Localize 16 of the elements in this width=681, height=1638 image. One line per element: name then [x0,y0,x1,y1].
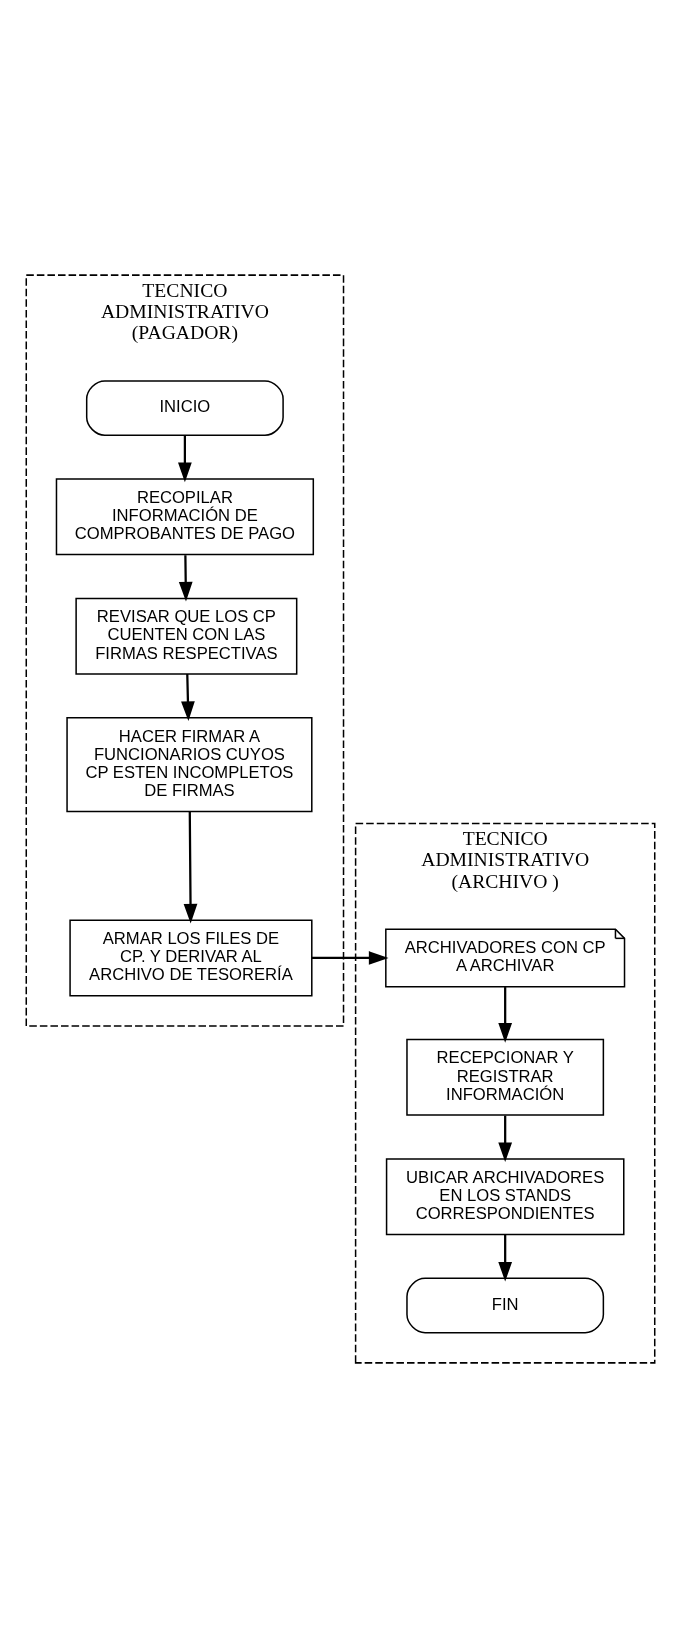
node-box: REVISAR QUE LOS CP CUENTEN CON LAS FIRMAS RESPECTIVAS [75,597,298,675]
node-box: INICIO [85,380,284,437]
node-box: RECOPILAR INFORMACIÓN DE COMPROBANTES DE PAGO [55,478,315,556]
arrow [498,1115,513,1163]
node-box: RECEPCIONAR Y REGISTRAR INFORMACIÓN [406,1038,605,1116]
arrow [181,673,195,721]
arrow [178,435,192,483]
arrow [498,1234,513,1282]
node-box: ARMAR LOS FILES DE CP. Y DERIVAR AL ARCHIVO DE TESORERÍA [69,919,313,997]
arrow [498,987,513,1043]
node-box: FIN [406,1277,605,1334]
arrow [178,555,193,602]
node-box: HACER FIRMAR A FUNCIONARIOS CUYOS CP ESTEN INCOMPLETOS DE FIRMAS [66,717,313,813]
arrow [311,951,389,965]
arrow [183,811,198,924]
node-box: UBICAR ARCHIVADORES EN LOS STANDS CORRESPONDIENTES [385,1158,625,1236]
